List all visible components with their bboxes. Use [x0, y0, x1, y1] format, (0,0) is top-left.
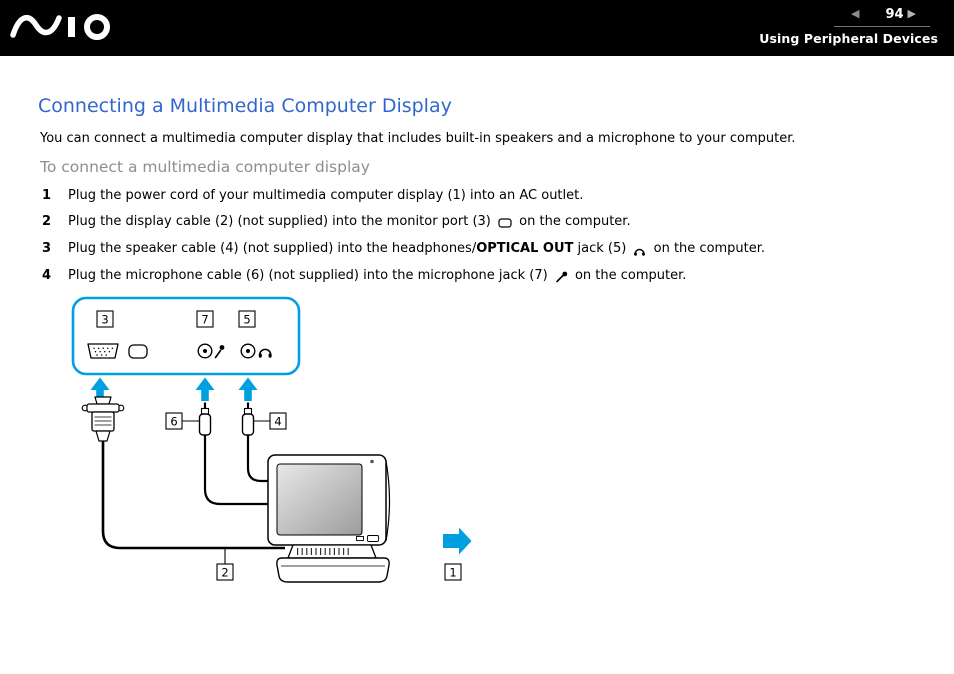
microphone-jack-icon — [197, 343, 225, 359]
step-2: 2 Plug the display cable (2) (not suppli… — [42, 214, 932, 231]
callouts: 3 7 5 6 4 2 1 — [96, 310, 462, 581]
page-number: 94 — [885, 6, 904, 22]
headphones-icon — [633, 242, 646, 258]
step-text: Plug the power cord of your multimedia c… — [68, 188, 583, 204]
header-divider — [834, 26, 930, 27]
step-text-part: Plug the power cord of your multimedia c… — [68, 188, 584, 203]
callout-microphone-jack: 7 — [201, 312, 208, 326]
steps-list: 1 Plug the power cord of your multimedia… — [42, 188, 932, 295]
step-number: 2 — [42, 214, 52, 229]
step-1: 1 Plug the power cord of your multimedia… — [42, 188, 932, 204]
av-port-icon — [128, 344, 148, 359]
callout-speaker-cable: 4 — [274, 414, 281, 428]
step-text: Plug the microphone cable (6) (not suppl… — [68, 268, 686, 285]
up-arrow-icons — [90, 377, 258, 401]
intro-text: You can connect a multimedia computer di… — [40, 131, 796, 146]
header-bar: VAIO ◀ 94 ▶ Using Peripheral Devices — [0, 0, 954, 56]
page-title: Connecting a Multimedia Computer Display — [38, 95, 452, 117]
callout-monitor-port: 3 — [101, 312, 108, 326]
speaker-cable — [246, 435, 276, 483]
vga-connector — [81, 396, 125, 442]
step-text: Plug the speaker cable (4) (not supplied… — [68, 241, 765, 258]
microphone-icon — [555, 269, 568, 285]
up-arrow-icon — [238, 377, 258, 401]
page-navigation: ◀ 94 ▶ — [851, 6, 916, 22]
monitor-button — [356, 536, 364, 541]
crt-monitor — [267, 454, 391, 583]
step-text-part: jack (5) — [577, 241, 627, 256]
step-text-bold: OPTICAL OUT — [476, 241, 574, 256]
monitor-button — [367, 535, 379, 542]
vaio-logo: VAIO — [10, 11, 120, 47]
display-cable — [101, 441, 285, 550]
connection-diagram: 3 7 5 6 4 2 1 — [71, 296, 472, 583]
monitor-port-icon — [498, 215, 512, 231]
step-number: 3 — [42, 241, 52, 256]
procedure-subtitle: To connect a multimedia computer display — [40, 158, 370, 176]
next-page-icon[interactable]: ▶ — [907, 7, 916, 20]
up-arrow-icon — [195, 377, 215, 401]
step-number: 1 — [42, 188, 52, 203]
headphones-jack-icon — [240, 343, 272, 359]
step-4: 4 Plug the microphone cable (6) (not sup… — [42, 268, 932, 285]
microphone-plug — [198, 402, 212, 436]
step-text-part: Plug the speaker cable (4) (not supplied… — [68, 241, 477, 256]
ports-panel — [71, 296, 301, 376]
step-text-part: on the computer. — [519, 214, 631, 229]
step-text-part: on the computer. — [574, 268, 687, 283]
step-text-part: Plug the microphone cable (6) (not suppl… — [68, 268, 548, 283]
section-title: Using Peripheral Devices — [759, 31, 938, 46]
step-text-part: Plug the display cable (2) (not supplied… — [68, 214, 491, 229]
callout-display-cable: 2 — [221, 565, 228, 579]
prev-page-icon[interactable]: ◀ — [850, 7, 860, 20]
vga-port-icon — [87, 343, 119, 359]
speaker-plug — [241, 402, 255, 436]
right-arrow-icon — [443, 527, 472, 555]
step-text: Plug the display cable (2) (not supplied… — [68, 214, 631, 231]
step-3: 3 Plug the speaker cable (4) (not suppli… — [42, 241, 932, 258]
callout-headphones-jack: 5 — [243, 312, 250, 326]
callout-microphone-cable: 6 — [170, 414, 177, 428]
step-text-part: on the computer. — [653, 241, 766, 256]
step-number: 4 — [42, 268, 52, 283]
up-arrow-icon — [90, 377, 110, 401]
monitor-power-led — [370, 459, 374, 464]
microphone-cable — [203, 435, 276, 506]
callout-power-cord: 1 — [449, 565, 456, 579]
